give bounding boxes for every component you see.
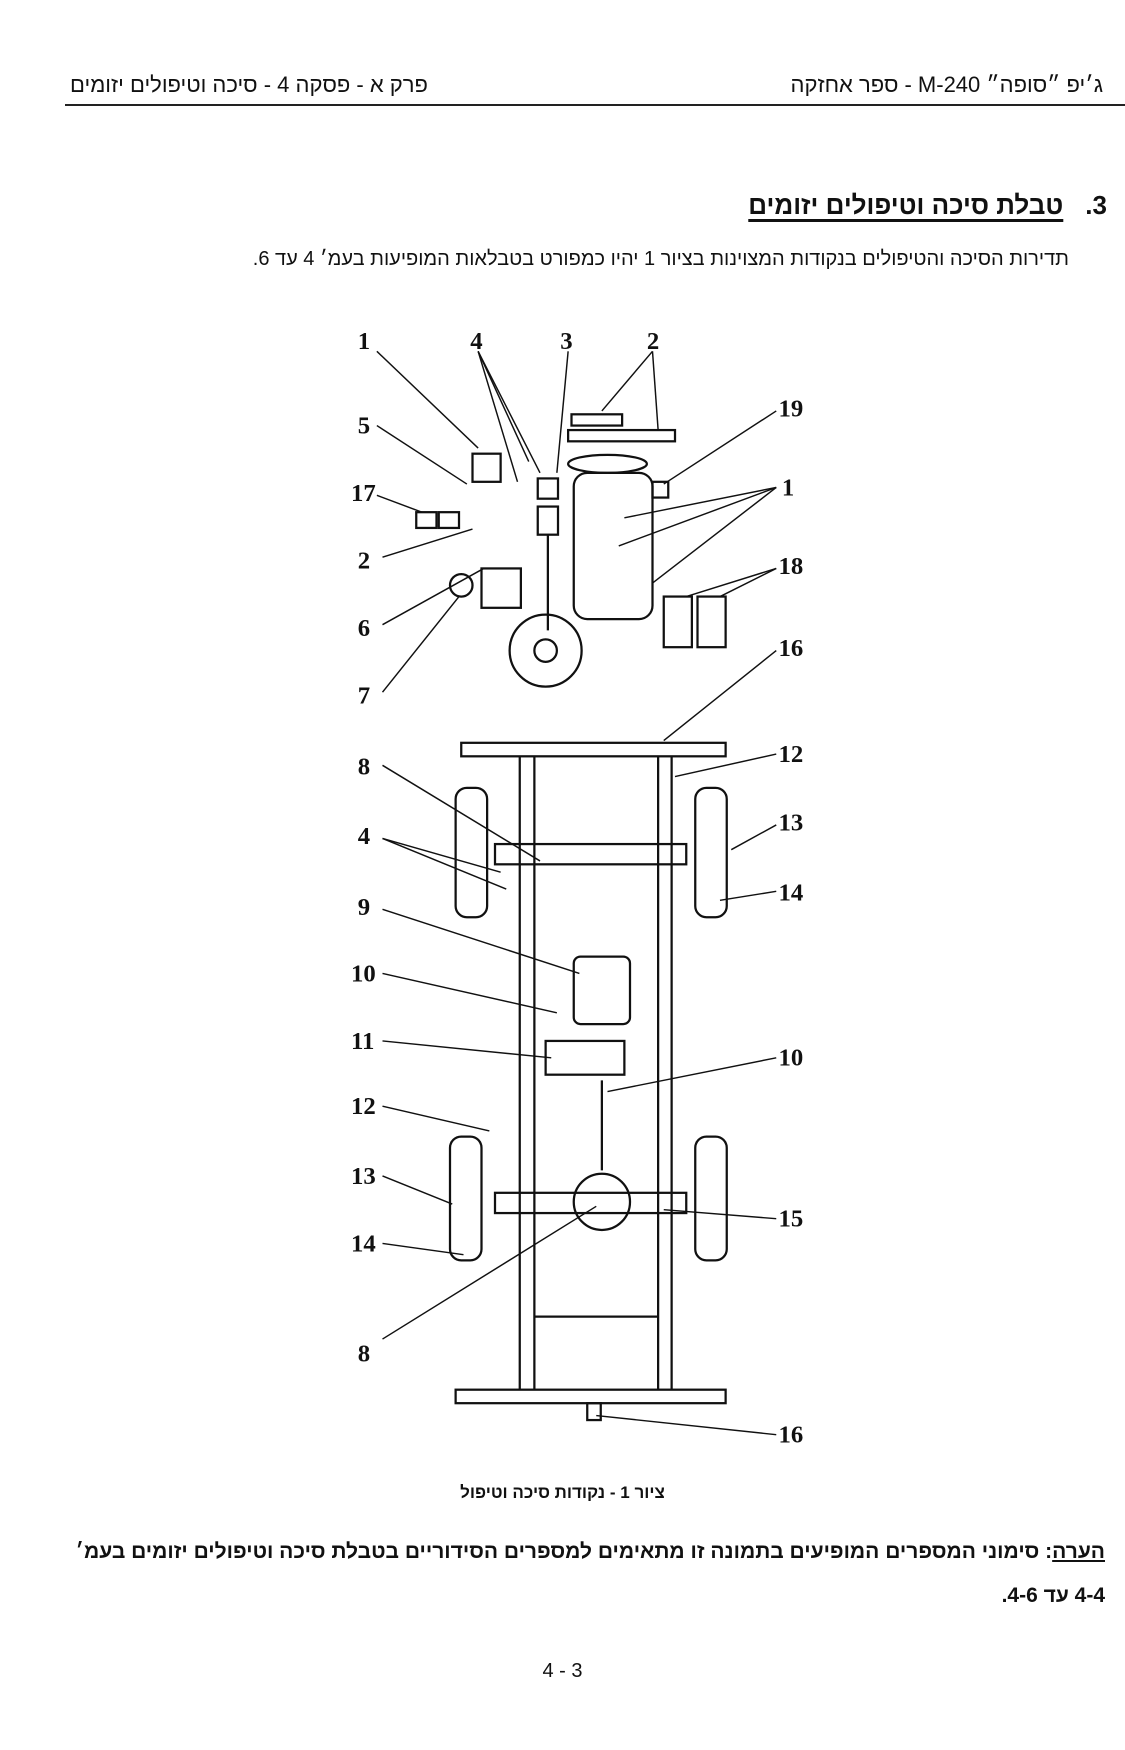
callout: 2 xyxy=(647,328,659,355)
part-19 xyxy=(651,480,670,499)
tow-hook xyxy=(586,1402,602,1422)
callout: 4 xyxy=(470,328,482,355)
callout: 11 xyxy=(351,1028,374,1055)
transmission xyxy=(572,955,632,1026)
part-17a xyxy=(415,511,438,530)
callout: 19 xyxy=(779,396,804,423)
section-number: 3. xyxy=(1085,190,1107,220)
header-chapter: פרק א - פסקה 4 - סיכה וטיפולים יזומים xyxy=(70,72,428,97)
callout: 2 xyxy=(358,547,370,574)
callout: 13 xyxy=(779,810,804,837)
rear-axle xyxy=(493,1191,688,1215)
callout: 14 xyxy=(779,879,804,906)
section-heading: 3. טבלת סיכה וטיפולים יזומים xyxy=(748,190,1107,221)
steering-wheel xyxy=(508,613,583,688)
callout: 8 xyxy=(358,753,370,780)
callout: 15 xyxy=(779,1206,804,1233)
part-2b xyxy=(567,428,677,443)
section-paragraph: תדירות הסיכה והטיפולים בנקודות המצוינות … xyxy=(252,248,1069,270)
rear-differential xyxy=(572,1172,632,1232)
rear-bumper xyxy=(454,1388,727,1405)
note-text: : סימוני המספרים המופיעים בתמונה זו מתאי… xyxy=(75,1540,1106,1607)
callout: 14 xyxy=(351,1230,376,1257)
callout: 6 xyxy=(358,615,370,642)
callout: 9 xyxy=(358,894,370,921)
engine-shape xyxy=(572,471,654,621)
callout: 7 xyxy=(358,682,370,709)
chassis-drawing xyxy=(415,413,728,1422)
part-3 xyxy=(536,477,560,500)
figure-caption: ציור 1 - נקודות סיכה וטיפול xyxy=(460,1483,665,1502)
callout: 1 xyxy=(358,328,370,355)
plate-18b xyxy=(696,595,727,649)
transfer-case xyxy=(544,1039,626,1076)
callout: 12 xyxy=(779,741,804,768)
plate-18a xyxy=(662,595,693,649)
callout: 18 xyxy=(779,553,804,580)
callout: 16 xyxy=(779,635,804,662)
callout: 16 xyxy=(779,1422,804,1449)
callout: 10 xyxy=(779,1045,804,1072)
callout: 17 xyxy=(351,480,376,507)
callout-labels: 1 4 3 2 19 5 17 1 2 18 6 7 16 8 12 4 13 … xyxy=(351,328,803,1449)
callout: 1 xyxy=(782,474,794,501)
rear-wheel-left xyxy=(448,1135,483,1262)
part-1 xyxy=(471,452,502,483)
header-divider xyxy=(65,104,1125,106)
steering-joint xyxy=(536,505,560,536)
leader-lines xyxy=(376,350,777,1436)
section-title: טבלת סיכה וטיפולים יזומים xyxy=(748,190,1064,220)
callout: 3 xyxy=(560,328,572,355)
front-bumper xyxy=(460,741,727,758)
part-7 xyxy=(448,572,474,598)
header-title: ג׳יפ ״סופה״ M-240 - ספר אחזקה xyxy=(790,72,1103,97)
part-6 xyxy=(480,567,522,609)
fan-shape xyxy=(567,453,648,474)
callout: 10 xyxy=(351,960,376,987)
front-wheel-right xyxy=(694,786,728,919)
page-number: 4 - 3 xyxy=(542,1660,583,1682)
callout: 4 xyxy=(358,823,370,850)
callout: 5 xyxy=(358,412,370,439)
callout: 12 xyxy=(351,1093,376,1120)
front-axle xyxy=(493,842,688,866)
front-wheel-left xyxy=(454,786,489,919)
callout: 13 xyxy=(351,1163,376,1190)
callout: 8 xyxy=(358,1341,370,1368)
part-2a xyxy=(570,413,624,427)
rear-wheel-right xyxy=(694,1135,728,1262)
note-paragraph: הערה: סימוני המספרים המופיעים בתמונה זו … xyxy=(75,1530,1106,1618)
note-label: הערה xyxy=(1052,1540,1105,1563)
part-17b xyxy=(437,511,461,530)
